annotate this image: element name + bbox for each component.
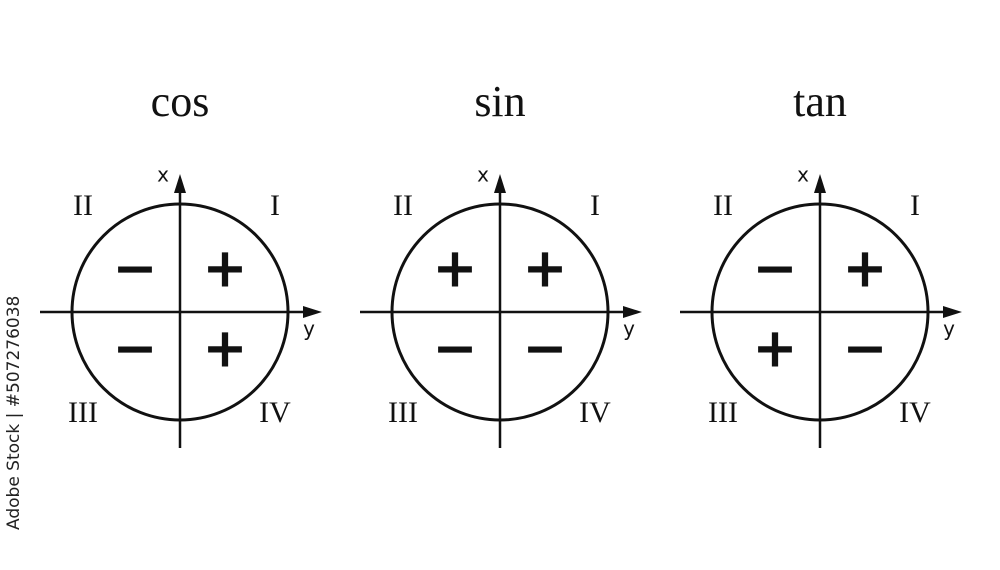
sign-quadrant-III: −	[112, 317, 157, 380]
stock-id-watermark: Adobe Stock | #507276038	[4, 295, 24, 530]
sign-quadrant-III: +	[752, 317, 797, 380]
sign-quadrant-II: −	[112, 237, 157, 300]
quadrant-label-III: III	[68, 396, 98, 429]
y-axis-label: y	[303, 317, 315, 341]
quadrant-label-III: III	[708, 396, 738, 429]
quadrant-label-II: II	[73, 189, 93, 222]
quadrant-label-I: I	[270, 189, 280, 222]
sign-quadrant-III: −	[432, 317, 477, 380]
x-axis-label: x	[797, 163, 809, 187]
quadrant-label-II: II	[713, 189, 733, 222]
diagram-title: sin	[474, 77, 525, 126]
quadrant-label-I: I	[590, 189, 600, 222]
sign-quadrant-I: +	[842, 237, 887, 300]
diagram-title: cos	[151, 77, 210, 126]
quadrant-label-IV: IV	[579, 396, 611, 429]
vertical-axis-arrowhead	[814, 174, 826, 193]
sign-quadrant-I: +	[522, 237, 567, 300]
horizontal-axis-arrowhead	[623, 306, 642, 318]
quadrant-label-II: II	[393, 189, 413, 222]
x-axis-label: x	[477, 163, 489, 187]
quadrant-label-III: III	[388, 396, 418, 429]
x-axis-label: x	[157, 163, 169, 187]
quadrant-label-IV: IV	[259, 396, 291, 429]
horizontal-axis-arrowhead	[303, 306, 322, 318]
vertical-axis-arrowhead	[494, 174, 506, 193]
y-axis-label: y	[623, 317, 635, 341]
diagram-title: tan	[793, 77, 847, 126]
horizontal-axis-arrowhead	[943, 306, 962, 318]
quadrant-label-IV: IV	[899, 396, 931, 429]
sign-quadrant-IV: −	[522, 317, 567, 380]
sign-quadrant-II: +	[432, 237, 477, 300]
sign-quadrant-IV: +	[202, 317, 247, 380]
vertical-axis-arrowhead	[174, 174, 186, 193]
quadrant-label-I: I	[910, 189, 920, 222]
sign-quadrant-IV: −	[842, 317, 887, 380]
y-axis-label: y	[943, 317, 955, 341]
sign-quadrant-II: −	[752, 237, 797, 300]
sign-quadrant-I: +	[202, 237, 247, 300]
